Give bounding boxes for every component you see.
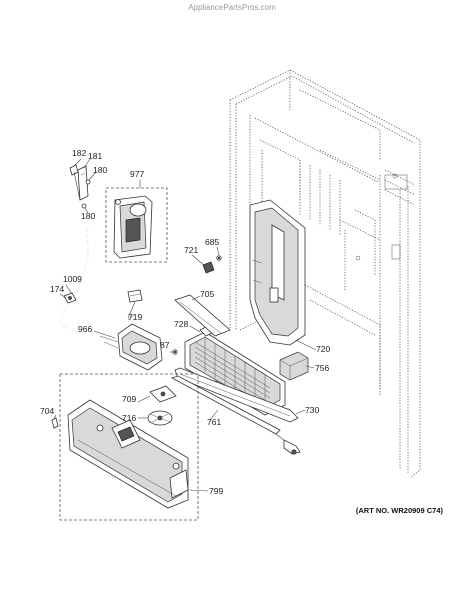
fan-motor-709 xyxy=(149,385,177,403)
callout-685: 685 xyxy=(205,237,219,247)
callout-756: 756 xyxy=(315,363,329,373)
fan-motor-966 xyxy=(99,313,163,371)
fan-shroud-assembly-799 xyxy=(59,373,199,521)
callout-labels: 182 181 180 180 977 721 685 1009 174 705… xyxy=(40,148,330,496)
screw-704 xyxy=(51,417,59,429)
screw-87 xyxy=(172,349,178,355)
callout-720: 720 xyxy=(316,344,330,354)
screw-685 xyxy=(216,255,222,261)
callout-704: 704 xyxy=(40,406,54,416)
screw-180-lower xyxy=(81,203,87,209)
art-number: (ART NO. WR20909 C74) xyxy=(356,506,444,515)
screw-180-upper xyxy=(85,179,91,185)
callout-181: 181 xyxy=(88,151,102,161)
callout-174: 174 xyxy=(50,284,64,294)
callout-730: 730 xyxy=(305,405,319,415)
bracket-719 xyxy=(127,289,143,303)
callout-761: 761 xyxy=(207,417,221,427)
callout-799: 799 xyxy=(209,486,223,496)
callout-705: 705 xyxy=(200,289,214,299)
callout-180-upper: 180 xyxy=(93,165,107,175)
heater-761 xyxy=(170,375,301,455)
callout-182: 182 xyxy=(72,148,86,158)
bracket-756 xyxy=(279,351,309,381)
callout-728: 728 xyxy=(174,319,188,329)
tube-1009 xyxy=(60,227,89,329)
callout-180-lower: 180 xyxy=(81,211,95,221)
watermark: AppliancePartsPros.com xyxy=(188,3,276,12)
callout-709: 709 xyxy=(122,394,136,404)
bracket-181 xyxy=(77,165,89,201)
damper-assembly-977 xyxy=(105,187,168,263)
callout-721: 721 xyxy=(184,245,198,255)
callout-719: 719 xyxy=(128,312,142,322)
fan-blade-716 xyxy=(147,410,173,426)
connector-174 xyxy=(63,292,77,304)
evaporator-cover-720 xyxy=(249,199,306,346)
callout-966: 966 xyxy=(78,324,92,334)
sensor-721 xyxy=(202,261,215,274)
callout-1009: 1009 xyxy=(63,274,82,284)
callout-716: 716 xyxy=(122,413,136,423)
duct-705 xyxy=(174,294,231,337)
evaporator-coil-728 xyxy=(184,325,286,416)
leader-lines xyxy=(53,158,317,492)
callout-977: 977 xyxy=(130,169,144,179)
callout-87: 87 xyxy=(160,340,170,350)
